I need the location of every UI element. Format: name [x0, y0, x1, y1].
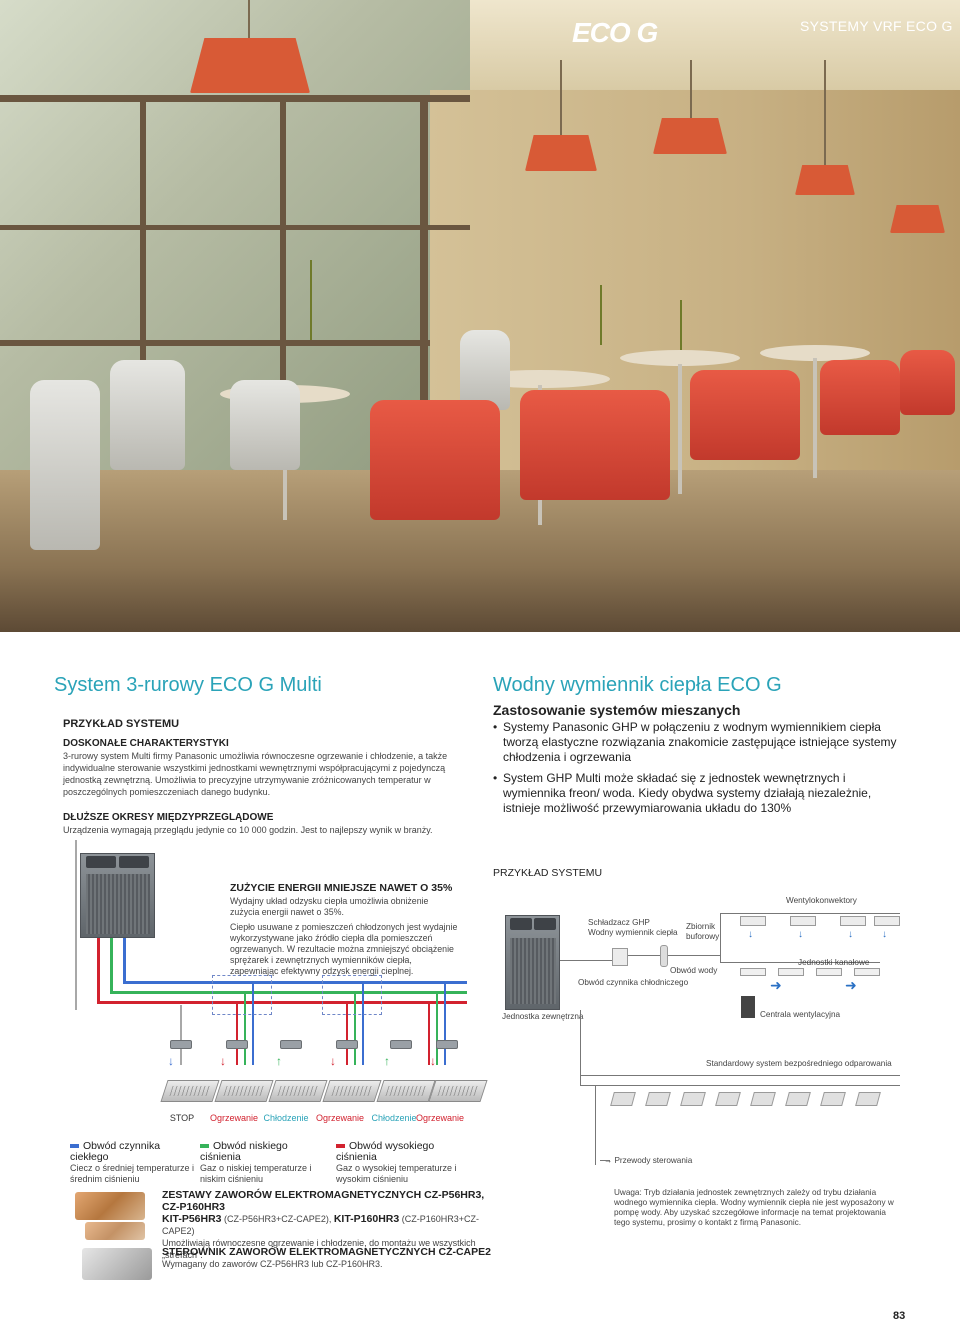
- cassette-unit: [785, 1092, 811, 1106]
- product-text: Umożliwiają równoczesne ogrzewanie i chł…: [162, 1238, 476, 1260]
- pendant-lamp: [653, 118, 727, 154]
- control-wires-label: → Przewody sterowania: [604, 1156, 693, 1165]
- mode-label: Ogrzewanie: [209, 1113, 259, 1123]
- solenoid-valve: [280, 1040, 302, 1049]
- energy-title: ZUŻYCIE ENERGII MNIEJSZE NAWET O 35%: [230, 882, 453, 894]
- outdoor-unit: [80, 853, 155, 938]
- red-chair: [370, 400, 500, 520]
- ventilation-unit: [741, 996, 755, 1018]
- product-title: ZESTAWY ZAWORÓW ELEKTROMAGNETYCZNYCH CZ-…: [162, 1189, 485, 1213]
- ducted-unit: [854, 968, 880, 976]
- ducted-unit: [778, 968, 804, 976]
- ducted-units-label: Jednostki kanałowe: [798, 958, 870, 967]
- cassette-unit: [820, 1092, 846, 1106]
- cassette-unit: [680, 1092, 706, 1106]
- features-title: DOSKONAŁE CHARAKTERYSTYKI: [63, 738, 229, 749]
- pendant-lamp: [525, 135, 597, 171]
- mode-label: Chłodzenie: [263, 1113, 309, 1123]
- legend-high-pressure: Obwód wysokiego ciśnienia Gaz o wysokiej…: [336, 1140, 457, 1184]
- left-section-title: System 3-rurowy ECO G Multi: [54, 674, 322, 696]
- section-header: SYSTEMY VRF ECO G: [800, 18, 953, 34]
- ducted-unit: [816, 968, 842, 976]
- standard-system-label: Standardowy system bezpośredniego odparo…: [706, 1059, 892, 1068]
- cafe-table: [620, 350, 740, 366]
- buffer-tank: [660, 945, 668, 967]
- pendant-lamp: [795, 165, 855, 195]
- red-chair: [690, 370, 800, 460]
- solenoid-valve: [170, 1040, 192, 1049]
- hero-photo: ECO G SYSTEMY VRF ECO G: [0, 0, 960, 632]
- right-section-title: Wodny wymiennik ciepła ECO G: [493, 674, 782, 696]
- cassette-unit: [855, 1092, 881, 1106]
- example-label-right: PRZYKŁAD SYSTEMU: [493, 867, 603, 879]
- features-text: 3-rurowy system Multi firmy Panasonic um…: [63, 751, 448, 797]
- product-controller: STEROWNIK ZAWORÓW ELEKTROMAGNETYCZNYCH C…: [162, 1246, 492, 1270]
- solenoid-valve: [336, 1040, 358, 1049]
- valve-controller-image: [82, 1248, 152, 1280]
- fan-coil: [840, 916, 866, 926]
- red-chair: [900, 350, 955, 415]
- chiller-unit: [612, 948, 628, 966]
- grey-chair: [230, 380, 300, 470]
- grey-chair: [110, 360, 185, 470]
- cassette-unit: [268, 1080, 328, 1102]
- outdoor-unit: [505, 915, 560, 1010]
- note: Uwaga: Tryb działania jednostek zewnętrz…: [614, 1188, 894, 1227]
- product-text: Wymagany do zaworów CZ-P56HR3 lub CZ-P16…: [162, 1259, 383, 1269]
- cafe-table: [760, 345, 870, 361]
- page-number: 83: [893, 1310, 906, 1322]
- red-chair: [520, 390, 670, 500]
- mode-label: Ogrzewanie: [315, 1113, 365, 1123]
- energy-text-2: Ciepło usuwane z pomieszczeń chłodzonych…: [230, 922, 458, 976]
- cassette-unit: [214, 1080, 274, 1102]
- cassette-unit: [645, 1092, 671, 1106]
- fan-coil: [874, 916, 900, 926]
- ventilation-label: Centrala wentylacyjna: [760, 1010, 841, 1019]
- bullet-item: Systemy Panasonic GHP w połączeniu z wod…: [493, 720, 903, 765]
- bullet-list: Systemy Panasonic GHP w połączeniu z wod…: [493, 720, 903, 822]
- right-subtitle: Zastosowanie systemów mieszanych: [493, 702, 741, 718]
- valve-kit-image: [85, 1222, 145, 1240]
- valve-kit-image: [75, 1192, 145, 1220]
- fan-coil: [740, 916, 766, 926]
- cassette-unit: [750, 1092, 776, 1106]
- bullet-item: System GHP Multi może składać się z jedn…: [493, 771, 903, 816]
- mode-label: Chłodzenie: [371, 1113, 417, 1123]
- fan-coils-label: Wentylokonwektory: [786, 896, 857, 905]
- grey-chair: [460, 330, 510, 410]
- water-circuit-label: Obwód wody: [670, 966, 718, 975]
- fan-coil: [790, 916, 816, 926]
- pendant-lamp: [190, 38, 310, 93]
- mode-label: STOP: [169, 1113, 195, 1123]
- service-text: Urządzenia wymagają przeglądu jedynie co…: [63, 825, 433, 835]
- cassette-unit: [322, 1080, 382, 1102]
- ducted-unit: [740, 968, 766, 976]
- example-label: PRZYKŁAD SYSTEMU: [63, 718, 180, 730]
- cassette-unit: [160, 1080, 220, 1102]
- pendant-lamp: [890, 205, 945, 233]
- product-title: STEROWNIK ZAWORÓW ELEKTROMAGNETYCZNYCH C…: [162, 1246, 491, 1258]
- cassette-unit: [715, 1092, 741, 1106]
- product-valve-kits: ZESTAWY ZAWORÓW ELEKTROMAGNETYCZNYCH CZ-…: [162, 1189, 492, 1261]
- eco-g-logo: ECO G: [572, 17, 658, 48]
- cassette-unit: [376, 1080, 436, 1102]
- refrigerant-circuit-label: Obwód czynnika chłodniczego: [578, 978, 689, 987]
- solenoid-valve: [226, 1040, 248, 1049]
- legend-low-pressure: Obwód niskiego ciśnienia Gaz o niskiej t…: [200, 1140, 312, 1184]
- energy-text: Wydajny układ odzysku ciepła umożliwia o…: [230, 896, 429, 917]
- mode-label: Ogrzewanie: [415, 1113, 465, 1123]
- energy-saving-box: ZUŻYCIE ENERGII MNIEJSZE NAWET O 35% Wyd…: [230, 883, 460, 977]
- cassette-unit: [428, 1080, 488, 1102]
- solenoid-valve: [390, 1040, 412, 1049]
- cassette-unit: [610, 1092, 636, 1106]
- grey-chair: [30, 380, 100, 550]
- red-chair: [820, 360, 900, 435]
- outdoor-unit-label: Jednostka zewnętrzna: [502, 1012, 584, 1021]
- service-title: DŁUŻSZE OKRESY MIĘDZYPRZEGLĄDOWE: [63, 812, 274, 823]
- solenoid-valve: [436, 1040, 458, 1049]
- legend-liquid: Obwód czynnika ciekłego Ciecz o średniej…: [70, 1140, 195, 1184]
